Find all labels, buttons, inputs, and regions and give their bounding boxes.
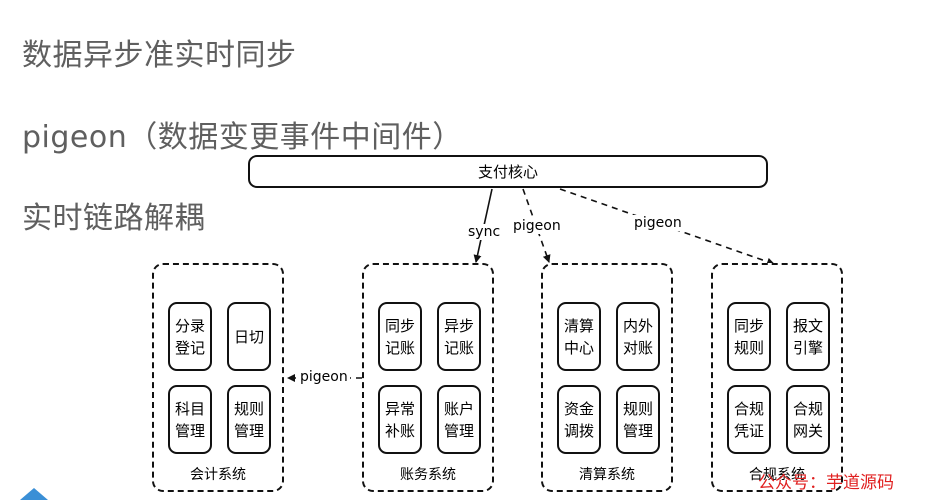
system-clearing: 清算中心 内外对账 资金调拨 规则管理 清算系统	[541, 263, 673, 492]
edge-label-pigeon-ledger: pigeon	[298, 369, 350, 385]
module-clearing-rule-mgmt: 规则管理	[616, 385, 660, 454]
module-rule-mgmt: 规则管理	[227, 385, 271, 454]
module-fund-transfer: 资金调拨	[557, 385, 601, 454]
module-sync-rules: 同步规则	[727, 302, 771, 371]
edge-label-pigeon-clearing: pigeon	[511, 218, 563, 234]
system-compliance: 同步规则 报文引擎 合规凭证 合规网关 合规系统	[711, 263, 843, 492]
module-async-booking: 异步记账	[437, 302, 481, 371]
module-exception-repair: 异常补账	[378, 385, 422, 454]
logo-icon	[20, 488, 48, 500]
module-subject-mgmt: 科目管理	[168, 385, 212, 454]
module-entry-register: 分录登记	[168, 302, 212, 371]
module-sync-booking: 同步记账	[378, 302, 422, 371]
module-day-cut: 日切	[227, 302, 271, 371]
system-clearing-label: 清算系统	[579, 467, 635, 483]
system-accounting: 同步记账 异步记账 异常补账 账户管理 账务系统	[362, 263, 494, 492]
heading-async-sync: 数据异步准实时同步	[22, 38, 297, 73]
module-clearing-center: 清算中心	[557, 302, 601, 371]
module-compliance-gateway: 合规网关	[786, 385, 830, 454]
system-compliance-label: 合规系统	[749, 467, 805, 483]
edge-label-sync: sync	[466, 224, 503, 240]
module-reconciliation: 内外对账	[616, 302, 660, 371]
module-account-mgmt: 账户管理	[437, 385, 481, 454]
edge-label-pigeon-compliance: pigeon	[632, 215, 684, 231]
watermark-text: 公众号：芋道源码	[758, 473, 894, 493]
module-compliance-voucher: 合规凭证	[727, 385, 771, 454]
system-accounting-label: 账务系统	[400, 467, 456, 483]
system-ledger: 分录登记 日切 科目管理 规则管理 会计系统	[152, 263, 284, 492]
payment-core-box: 支付核心	[248, 155, 768, 188]
module-message-engine: 报文引擎	[786, 302, 830, 371]
heading-decoupling: 实时链路解耦	[22, 201, 205, 236]
system-ledger-label: 会计系统	[190, 467, 246, 483]
payment-core-label: 支付核心	[477, 163, 538, 181]
heading-pigeon: pigeon（数据变更事件中间件）	[22, 120, 463, 155]
